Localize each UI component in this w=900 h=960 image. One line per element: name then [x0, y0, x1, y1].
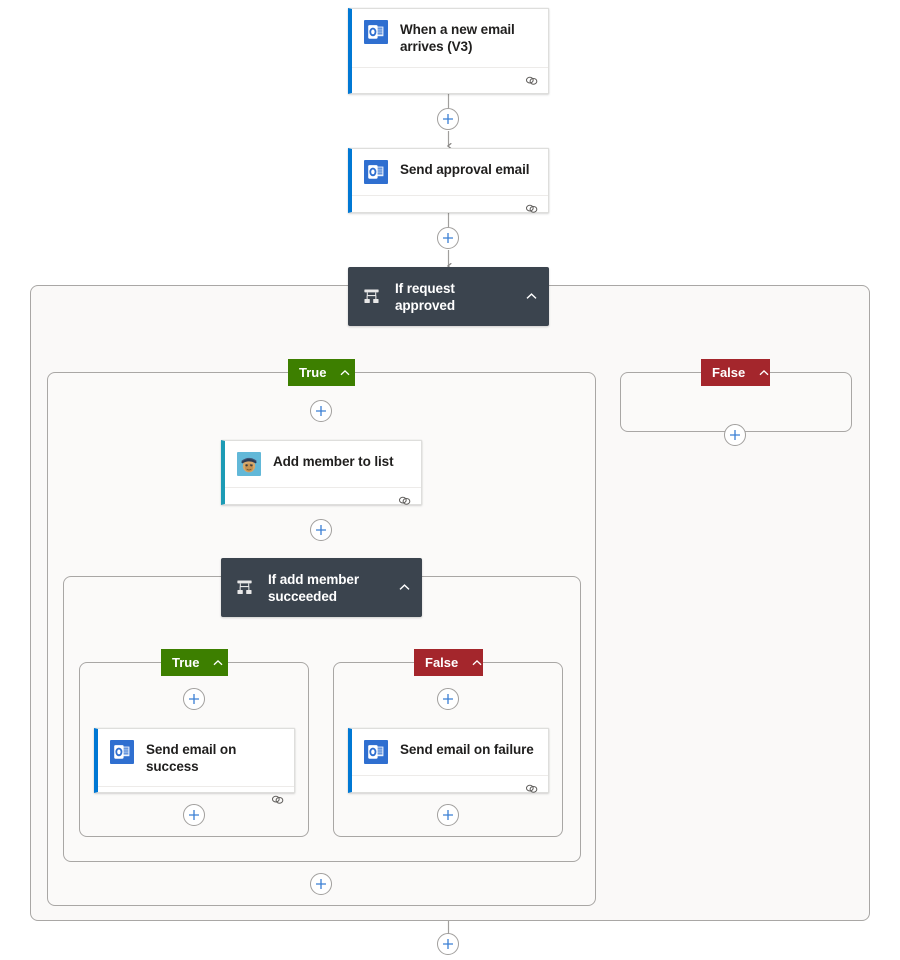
condition-title: If add member succeeded — [268, 571, 359, 604]
card-title: Send email on success — [146, 742, 237, 774]
branch-tag-outer-false[interactable]: False — [701, 359, 770, 386]
outlook-icon — [364, 740, 388, 764]
chevron-up-icon[interactable] — [211, 656, 225, 670]
branch-tag-outer-true[interactable]: True — [288, 359, 355, 386]
connection-chain-icon[interactable] — [524, 202, 539, 215]
add-action-button-after-inner-condition[interactable] — [310, 873, 332, 895]
add-action-button-after-send-email-on-failure[interactable] — [437, 804, 459, 826]
outlook-icon — [110, 740, 134, 764]
card-title: Add member to list — [273, 454, 394, 469]
branch-tag-label: False — [712, 365, 746, 380]
branch-tag-label: False — [425, 655, 459, 670]
branch-tag-label: True — [172, 655, 200, 670]
card-if-request-approved[interactable]: If request approved — [348, 267, 549, 326]
connection-chain-icon[interactable] — [270, 793, 285, 806]
condition-title: If request approved — [395, 280, 455, 313]
card-footer — [225, 487, 421, 513]
branch-tag-label: True — [299, 365, 327, 380]
outlook-icon — [364, 20, 388, 44]
card-title: Send approval email — [400, 162, 530, 177]
condition-icon — [235, 578, 254, 597]
connection-chain-icon[interactable] — [397, 494, 412, 507]
card-when-a-new-email-arrives[interactable]: When a new email arrives (V3) — [348, 8, 549, 94]
add-action-button-after-add-member[interactable] — [310, 519, 332, 541]
branch-tag-inner-false[interactable]: False — [414, 649, 483, 676]
card-header: When a new email arrives (V3) — [352, 9, 548, 67]
card-header: Add member to list — [225, 441, 421, 487]
add-action-button-after-send-approval-email[interactable] — [437, 227, 459, 249]
condition-icon — [362, 287, 381, 306]
card-footer — [352, 195, 548, 221]
card-if-add-member-succeeded[interactable]: If add member succeeded — [221, 558, 422, 617]
card-send-email-on-failure[interactable]: Send email on failure — [348, 728, 549, 793]
chevron-up-icon[interactable] — [397, 580, 412, 595]
card-title: When a new email arrives (V3) — [400, 22, 515, 54]
add-action-button-inner-true-branch[interactable] — [183, 688, 205, 710]
chevron-up-icon[interactable] — [757, 366, 771, 380]
card-header: Send email on failure — [352, 729, 548, 775]
chevron-up-icon[interactable] — [470, 656, 484, 670]
add-action-button-outer-false-branch[interactable] — [724, 424, 746, 446]
connection-chain-icon[interactable] — [524, 74, 539, 87]
card-header: Send email on success — [98, 729, 294, 786]
outlook-icon — [364, 160, 388, 184]
branch-tag-inner-true[interactable]: True — [161, 649, 228, 676]
card-footer — [352, 775, 548, 801]
add-action-button-inner-false-branch[interactable] — [437, 688, 459, 710]
card-add-member-to-list[interactable]: Add member to list — [221, 440, 422, 505]
add-action-button-after-trigger[interactable] — [437, 108, 459, 130]
add-action-button-after-outer-condition[interactable] — [437, 933, 459, 955]
mailchimp-icon — [237, 452, 261, 476]
add-action-button-after-send-email-on-success[interactable] — [183, 804, 205, 826]
connection-chain-icon[interactable] — [524, 782, 539, 795]
chevron-up-icon[interactable] — [524, 289, 539, 304]
add-action-button-outer-true-branch[interactable] — [310, 400, 332, 422]
card-header: Send approval email — [352, 149, 548, 195]
card-send-email-on-success[interactable]: Send email on success — [94, 728, 295, 804]
card-footer — [352, 67, 548, 93]
card-title: Send email on failure — [400, 742, 534, 757]
card-send-approval-email[interactable]: Send approval email — [348, 148, 549, 213]
chevron-up-icon[interactable] — [338, 366, 352, 380]
